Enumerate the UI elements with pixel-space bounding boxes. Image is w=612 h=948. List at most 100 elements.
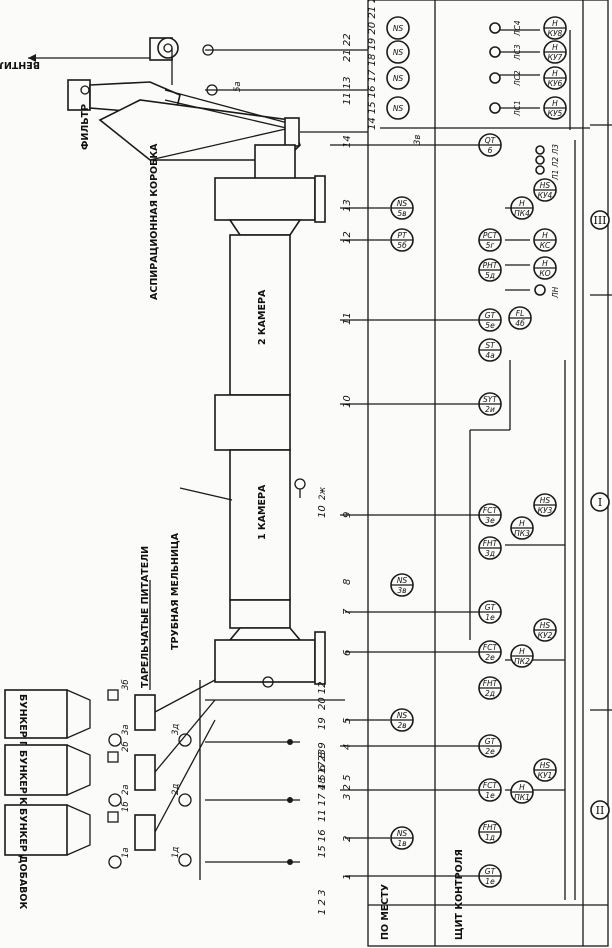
instrument-pht-5d-top: PHT	[483, 261, 499, 270]
lamp-ls4-label: ЛС4	[513, 20, 522, 37]
line-number-top-c: 14 15 16 17 18 19 20 21 22	[367, 0, 378, 130]
switch-pk2: H ПК2	[510, 644, 534, 668]
instrument-pct-5g-bottom: 5г	[486, 241, 495, 250]
instrument-fht-2d-bottom: 2д	[485, 689, 495, 698]
aspiration-box	[98, 89, 301, 161]
instrument-ns-22: NS	[386, 16, 410, 40]
instrument-ns-5v-top: NS	[397, 199, 408, 208]
switch-ku2: HS КУ2	[533, 618, 557, 642]
instrument-fct-3e-bottom: 3е	[485, 516, 495, 525]
instrument-ns-3v-bottom: 3в	[397, 586, 406, 595]
switch-pk2-bottom: ПК2	[514, 657, 530, 666]
instrument-fht-1d-bottom: 1д	[485, 833, 495, 842]
signal-lines	[205, 29, 590, 900]
switch-ku5-bottom: КУ5	[548, 109, 563, 118]
switch-ku5: H КУ5 ЛС1	[489, 96, 567, 120]
lamp-ls1-label: ЛС1	[513, 100, 522, 117]
instrument-fct-1e-top: FCT	[483, 781, 499, 790]
chamber-2-body	[229, 234, 291, 396]
instrument-fht-3d-top: FHT	[483, 539, 499, 548]
instrument-st-4a-top: ST	[485, 341, 496, 350]
section-marker-1	[590, 492, 610, 512]
feeder-tag-1a: 1а	[121, 847, 131, 858]
switch-ku7-bottom: КУ7	[548, 53, 563, 62]
instrument-ns-2v: NS 2в	[390, 708, 414, 732]
instrument-gt-2e-bottom: 2е	[485, 747, 495, 756]
lamp-ls2-icon	[489, 72, 501, 84]
fan-label: ВЕНТИЛЯТОР	[0, 59, 40, 70]
line-numbers: 21 22 11 13 14 15 16 17 18 19 20 21 22 1…	[233, 0, 423, 915]
lamp-ls1-icon	[489, 102, 501, 114]
feeder-3	[134, 694, 156, 731]
lamp-group-label: Л1 Л2 Л3	[551, 144, 560, 181]
bunker-clinker	[4, 744, 91, 796]
instrument-syt-2i-top: SYT	[483, 395, 498, 404]
instrument-qt-6-bottom: 6	[488, 146, 493, 155]
lamp-lh-label: ЛН	[551, 286, 560, 299]
switch-ku4: HS КУ4	[533, 178, 557, 202]
switch-ku1: HS КУ1	[533, 758, 557, 782]
instrument-fht-3d-bottom: 3д	[485, 549, 495, 558]
panel-frame	[367, 0, 609, 947]
switch-ku6-bottom: КУ6	[548, 79, 563, 88]
fan-icon	[157, 37, 179, 59]
plate-feeders-label: ТАРЕЛЬЧАТЫЕ ПИТАТЕЛИ	[140, 546, 151, 688]
instrument-pt-5b: PT 5б	[390, 228, 414, 252]
bunker-gypsum	[4, 689, 91, 739]
instrument-gt-1e-b: GT 1е	[478, 864, 502, 888]
instrument-gt-5e: GT 5е	[478, 308, 502, 332]
line-number-14: 14	[342, 135, 353, 148]
feeder-tag-2d: 2д	[171, 784, 181, 795]
instrument-fl-4b-bottom: 4б	[515, 319, 525, 328]
instrument-gt-5e-top: GT	[485, 311, 497, 320]
instrument-ns-5v: NS 5в	[390, 196, 414, 220]
section-3-label: III	[593, 214, 606, 227]
instrument-gt-1e-b-bottom: 1е	[485, 877, 495, 886]
lamp-lh-icon	[534, 284, 546, 296]
instrument-fht-3d: FHT 3д	[478, 536, 502, 560]
switch-ku4-bottom: КУ4	[538, 191, 553, 200]
instrument-pht-5d: PHT 5д	[478, 258, 502, 282]
instrument-gt-1e-a: GT 1е	[478, 600, 502, 624]
local-panel-label: ПО МЕСТУ	[380, 883, 391, 940]
lamp-ls3-label: ЛС3	[513, 44, 522, 61]
switch-ku2-top: HS	[540, 621, 551, 630]
switch-ku3: HS КУ3	[533, 493, 557, 517]
feeder-1	[134, 814, 156, 851]
switch-pk2-top: H	[519, 647, 525, 656]
instrument-ns-2v-top: NS	[397, 711, 408, 720]
switch-ku4-top: HS	[540, 181, 551, 190]
instrument-ns-16: NS	[386, 96, 410, 120]
line-number-10: 10	[342, 395, 353, 408]
section-1-label: I	[598, 496, 602, 509]
switch-pk3-top: H	[519, 519, 525, 528]
instrument-ns-3v: NS 3в	[390, 573, 414, 597]
arrow-left-icon	[28, 54, 36, 62]
instrument-gt-1e-a-top: GT	[485, 603, 497, 612]
instrument-st-4a: ST 4а	[478, 338, 502, 362]
instrument-pht-5d-bottom: 5д	[485, 271, 495, 280]
instrument-ns-22-label: NS	[393, 24, 404, 33]
instrument-pt-5b-top: PT	[397, 231, 408, 240]
tube-mill	[214, 117, 326, 685]
switch-ku7: H КУ7 ЛС3	[489, 40, 567, 64]
instrument-fct-2e: FCT 2е	[478, 640, 502, 664]
filter-label: ФИЛЬТР	[80, 104, 91, 150]
switch-pk1-top: H	[519, 783, 525, 792]
instrument-ns-16-label: NS	[393, 104, 404, 113]
switch-ku3-bottom: КУ3	[538, 506, 553, 515]
instrument-ns-20-label: NS	[393, 48, 404, 57]
instrument-gt-1e-a-bottom: 1е	[485, 613, 495, 622]
lamp-ls3-icon	[489, 46, 501, 58]
switch-ks-top: H	[542, 231, 548, 240]
bunker-gypsum-label: БУНКЕР ГИПСА	[17, 694, 28, 778]
section-markers: III I II	[590, 124, 612, 820]
feeder-tag-3a: 3а	[121, 724, 131, 735]
instrument-ns-1v-bottom: 1в	[397, 839, 406, 848]
instrument-ns-18: NS	[386, 66, 410, 90]
lamp-ls2-label: ЛС2	[513, 70, 522, 87]
instrument-fct-1e-bottom: 1е	[485, 791, 495, 800]
feeder-tag-2a: 2а	[121, 784, 131, 795]
